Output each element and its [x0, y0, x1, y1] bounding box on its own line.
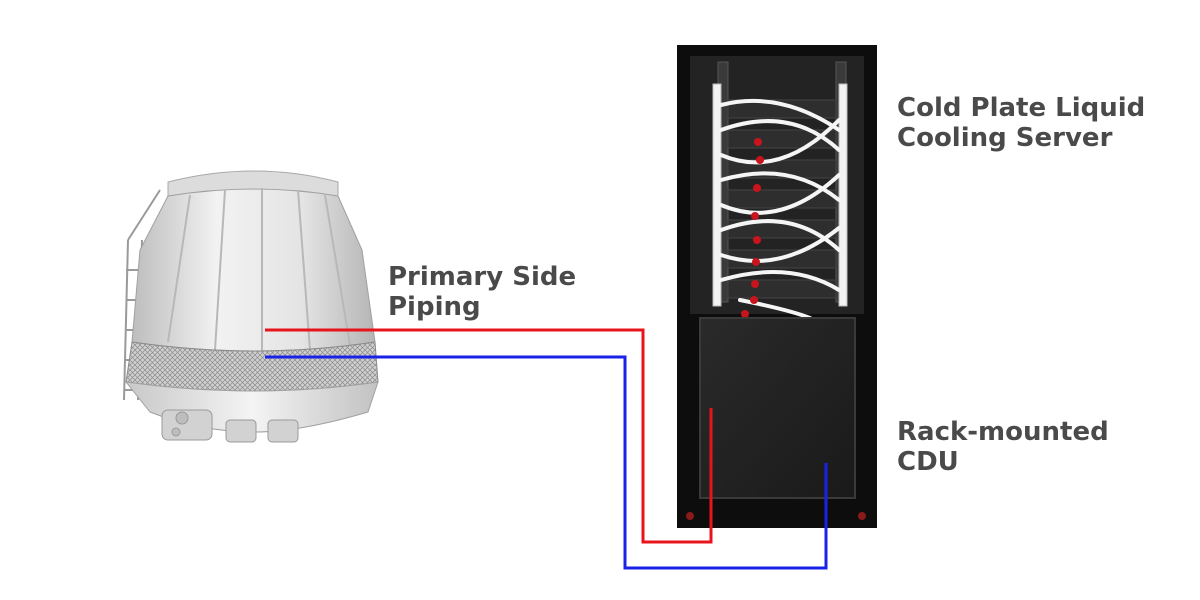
supply-pipe-red	[265, 328, 713, 544]
return-pipe-blue	[265, 355, 828, 570]
server-label: Cold Plate Liquid Cooling Server	[897, 93, 1145, 153]
tower-ribs	[167, 188, 351, 352]
quick-connectors	[741, 138, 764, 318]
server-label-line2: Cooling Server	[897, 123, 1113, 153]
cdu-label-line2: CDU	[897, 447, 959, 477]
cdu-label-line1: Rack-mounted	[897, 417, 1109, 447]
coolant-manifolds	[712, 83, 848, 307]
cdu-unit	[699, 317, 856, 499]
server-label-line1: Cold Plate Liquid	[897, 93, 1146, 123]
piping-label-line2: Piping	[388, 292, 481, 322]
piping-label-line1: Primary Side	[388, 262, 577, 292]
server-rack	[677, 45, 877, 528]
tower-feet	[161, 409, 299, 443]
rack-feet	[686, 512, 866, 520]
coolant-hoses	[719, 98, 841, 320]
tower-shell	[131, 188, 376, 352]
cooling-tower	[123, 170, 379, 443]
cdu-label: Rack-mounted CDU	[897, 417, 1109, 477]
piping-label: Primary Side Piping	[388, 262, 576, 322]
server-blades	[727, 99, 837, 299]
